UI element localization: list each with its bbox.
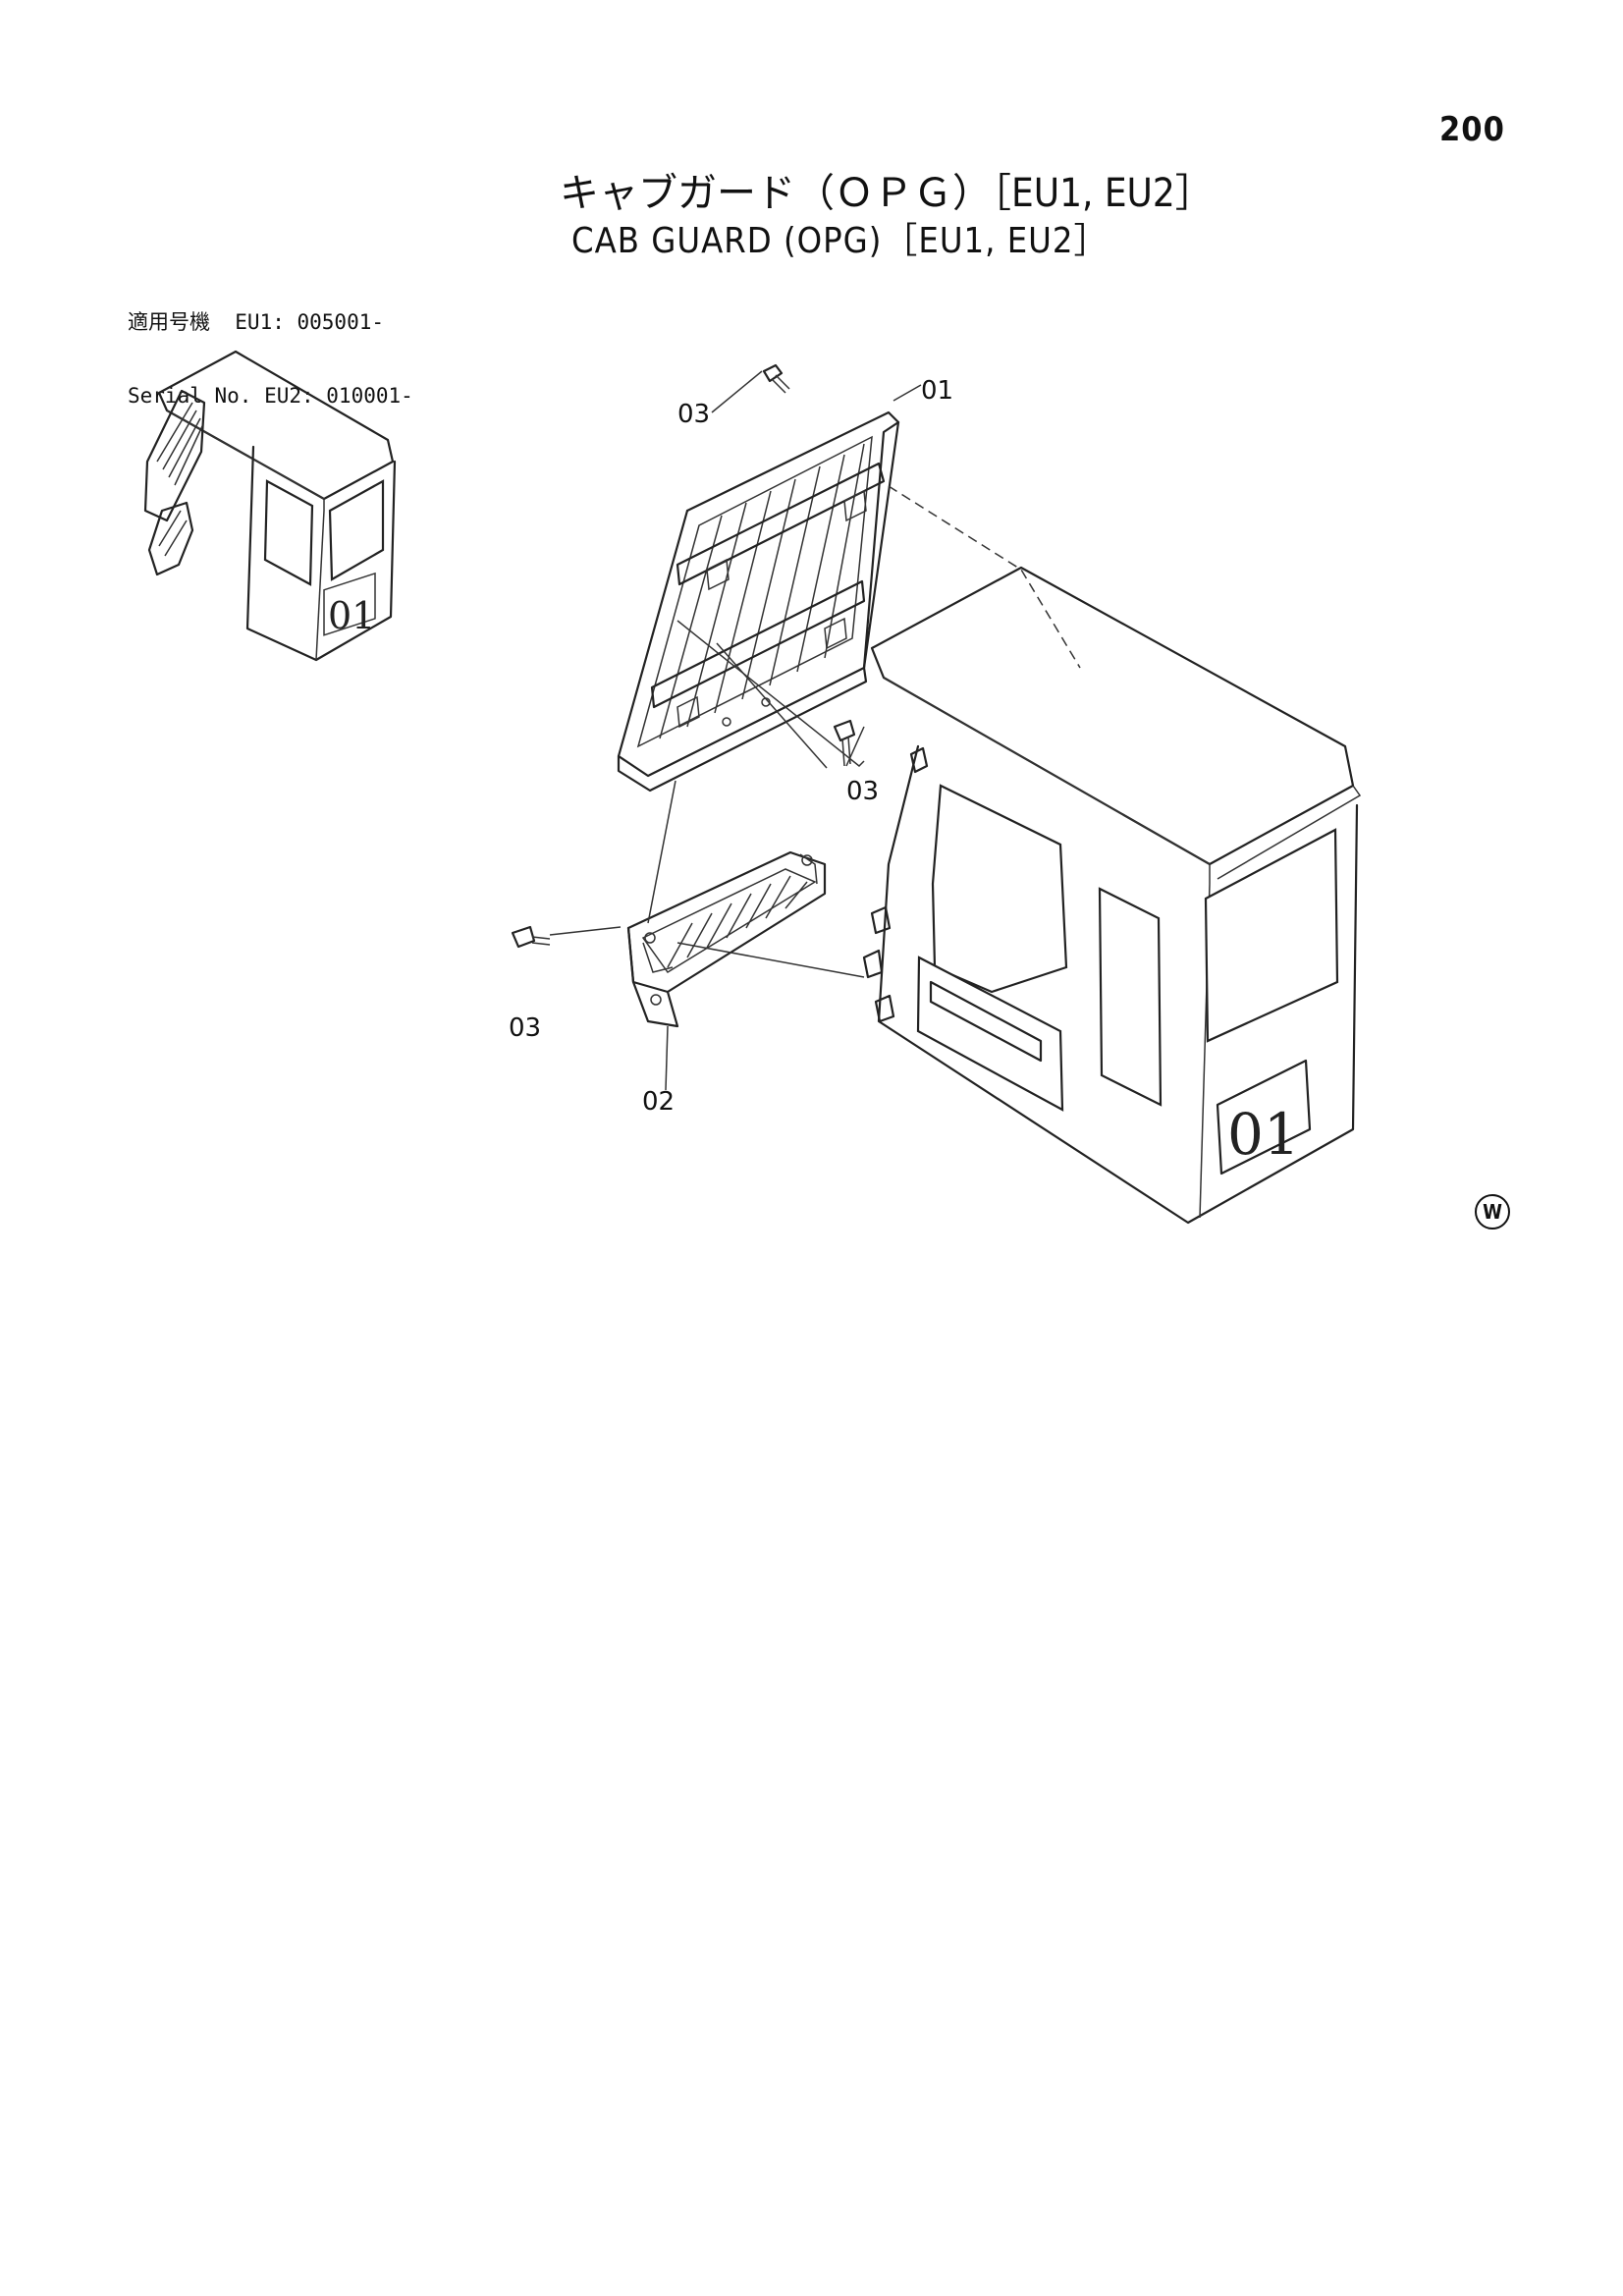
callout-01: 01 <box>921 376 953 406</box>
overview-cab-number: 01 <box>328 594 375 637</box>
cab-number: 01 <box>1227 1101 1300 1168</box>
w-mark-icon: W <box>1475 1194 1510 1230</box>
bolt-top <box>762 363 790 394</box>
cab-body: 01 <box>862 566 1362 1225</box>
leader-lines <box>549 370 1081 1091</box>
page-number: 200 <box>1439 110 1505 149</box>
callout-02: 02 <box>642 1087 675 1117</box>
overview-cab-thumbnail: 01 <box>143 350 397 662</box>
serial-row-eu1: 適用号機 EU1: 005001- <box>128 310 385 334</box>
callout-03-left: 03 <box>509 1013 541 1043</box>
serial-number-block: 適用号機 EU1: 005001- Serial No. EU2: 010001… <box>128 261 413 433</box>
bolt-left <box>511 925 551 949</box>
serial-row-eu2: Serial No. EU2: 010001- <box>128 384 413 408</box>
lower-guard-part <box>626 850 827 1028</box>
callout-03-middle: 03 <box>846 777 879 806</box>
upper-guard-part <box>617 410 900 793</box>
callout-03-top: 03 <box>677 400 710 429</box>
page-title-english: CAB GUARD (OPG)［EU1, EU2］ <box>571 221 1110 261</box>
page-title-japanese: キャブガード（ＯＰＧ）［EU1, EU2］ <box>560 171 1215 216</box>
